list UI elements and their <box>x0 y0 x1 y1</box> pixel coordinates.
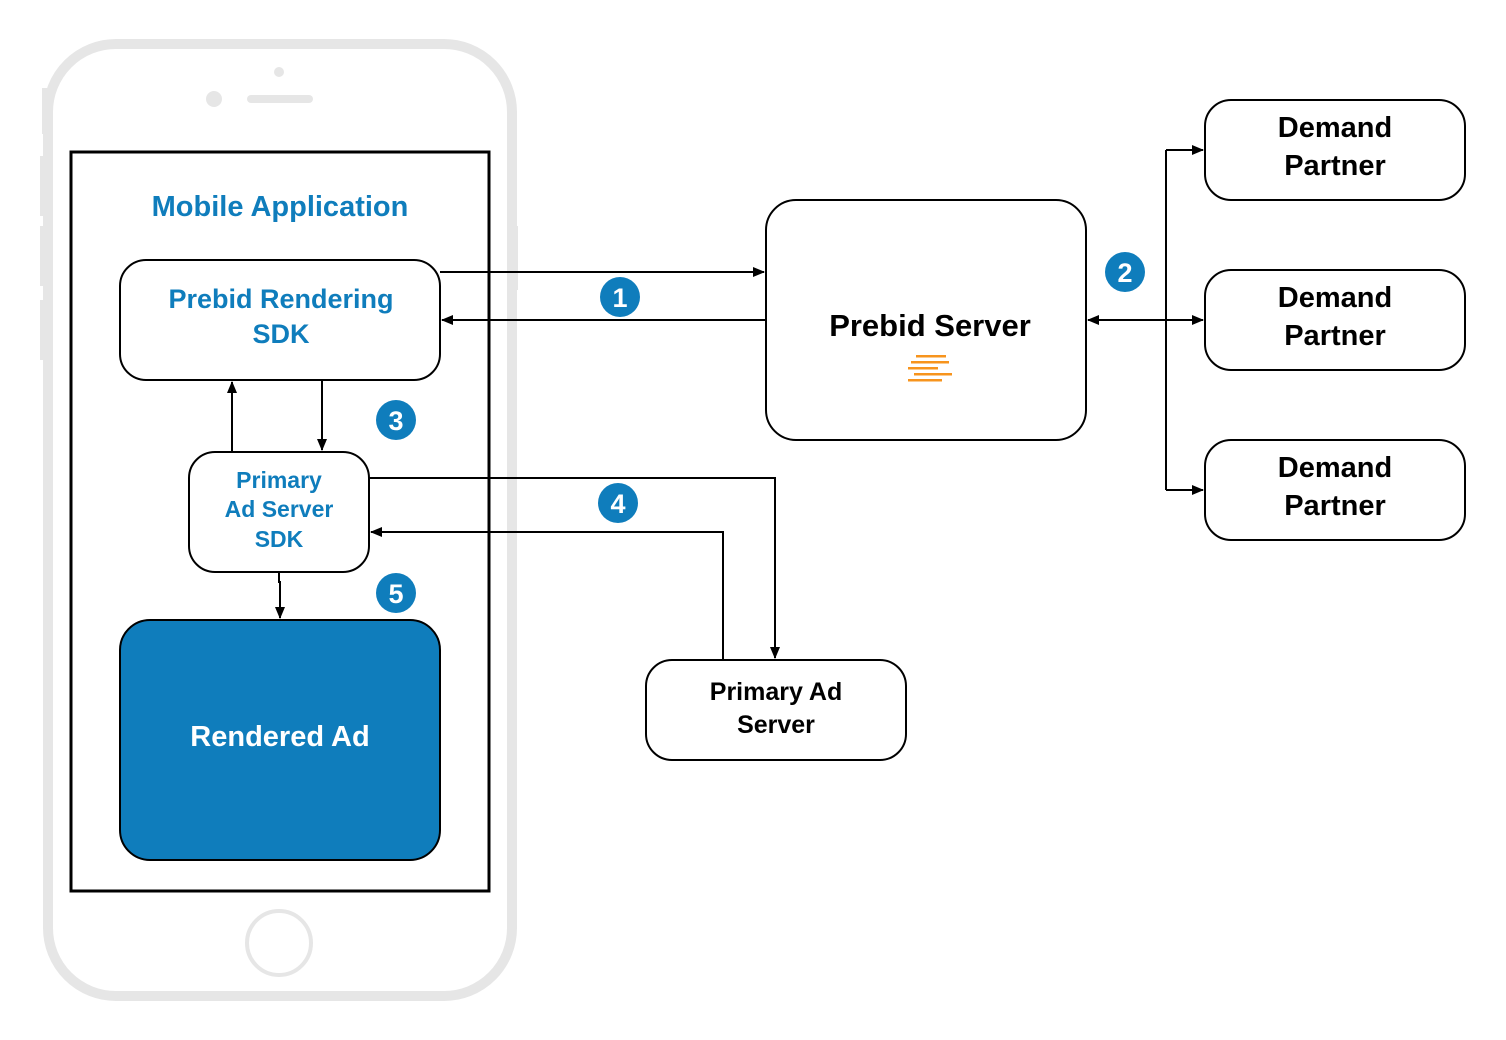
app-title: Mobile Application <box>152 191 409 223</box>
prebid-rendering-sdk-box: Prebid Rendering SDK <box>119 259 441 381</box>
arrow-ad-server-sdk-to-rendered-ad <box>275 572 285 619</box>
rendering-sdk-line-2: SDK <box>252 319 310 349</box>
prebid-logo-icon <box>908 355 952 382</box>
arrow-ad-server-sdk-to-primary-ad-server <box>369 477 780 659</box>
rendered-ad-box: Rendered Ad <box>119 619 441 861</box>
prebid-server-box: Prebid Server <box>765 199 1087 441</box>
phone-speaker-icon <box>247 95 313 103</box>
demand-partner-line-1: Demand <box>1278 112 1392 144</box>
demand-partner-box: Demand Partner <box>1204 269 1466 371</box>
step-badge-1: 1 <box>600 277 640 317</box>
demand-partner-box: Demand Partner <box>1204 99 1466 201</box>
phone-camera-icon <box>274 67 284 77</box>
home-button-icon <box>245 909 313 977</box>
step-badge-3: 3 <box>376 400 416 440</box>
ad-server-sdk-line-1: Primary <box>236 467 322 493</box>
primary-ad-server-sdk-box: Primary Ad Server SDK <box>188 451 370 573</box>
step-badge-4: 4 <box>598 483 638 523</box>
demand-partner-line-1: Demand <box>1278 452 1392 484</box>
demand-partner-line-1: Demand <box>1278 282 1392 314</box>
arrow-primary-ad-server-to-ad-server-sdk <box>370 527 724 660</box>
step-badge-5: 5 <box>376 573 416 613</box>
rendering-sdk-line-1: Prebid Rendering <box>168 284 393 314</box>
primary-ad-server-line-1: Primary Ad <box>710 678 842 706</box>
demand-partner-line-2: Partner <box>1284 150 1386 182</box>
demand-partner-line-2: Partner <box>1284 320 1386 352</box>
prebid-server-label: Prebid Server <box>829 308 1031 343</box>
step-badge-number: 1 <box>612 283 627 313</box>
step-badge-2: 2 <box>1105 252 1145 292</box>
step-badge-number: 4 <box>610 489 625 519</box>
demand-partner-line-2: Partner <box>1284 490 1386 522</box>
step-badge-number: 5 <box>388 579 403 609</box>
ad-server-sdk-line-3: SDK <box>255 526 304 552</box>
step-badge-number: 3 <box>388 406 403 436</box>
phone-sensor-icon <box>206 91 222 107</box>
primary-ad-server-box: Primary Ad Server <box>645 659 907 761</box>
demand-partner-box: Demand Partner <box>1204 439 1466 541</box>
step-badge-number: 2 <box>1117 258 1132 288</box>
rendered-ad-label: Rendered Ad <box>190 721 369 753</box>
primary-ad-server-line-2: Server <box>737 711 815 739</box>
ad-server-sdk-line-2: Ad Server <box>225 496 334 522</box>
